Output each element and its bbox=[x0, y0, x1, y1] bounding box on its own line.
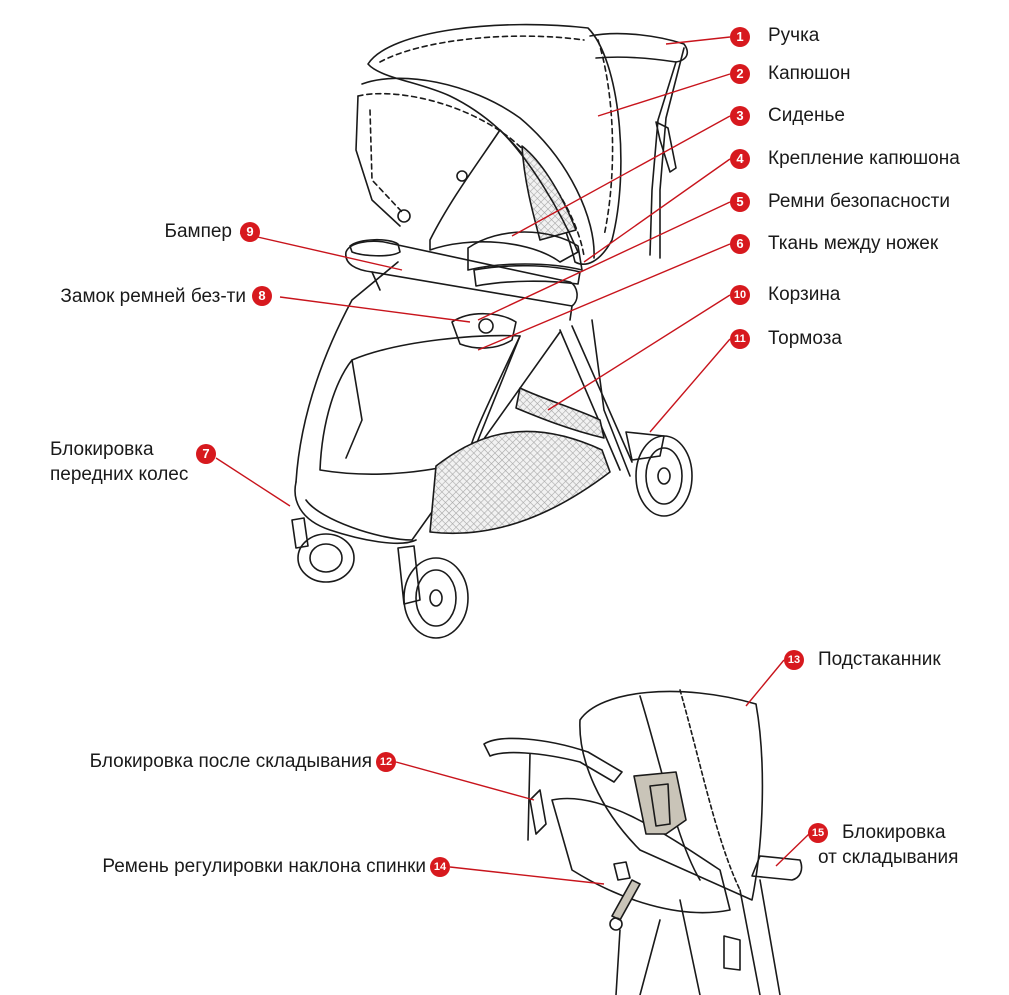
callout-label-fold-lock: Блокировка после складывания bbox=[20, 750, 372, 774]
callout-badge-8: 8 bbox=[252, 286, 272, 306]
callout-label-basket: Корзина bbox=[768, 283, 840, 307]
callout-label-belt-buckle: Замок ремней без-ти bbox=[6, 285, 246, 309]
callout-label-anti-fold-lock-line2: от складывания bbox=[818, 845, 958, 870]
callout-badge-14: 14 bbox=[430, 857, 450, 877]
callout-badge-7: 7 bbox=[196, 444, 216, 464]
callout-label-seat: Сиденье bbox=[768, 104, 845, 128]
callout-badge-11: 11 bbox=[730, 329, 750, 349]
callout-label-bumper: Бампер bbox=[140, 220, 232, 244]
stroller-rear-illustration bbox=[484, 690, 802, 995]
basket-shape bbox=[430, 431, 610, 533]
callout-label-front-wheel-lock: Блокировка передних колес bbox=[50, 437, 188, 487]
callout-label-anti-fold-lock: Блокировка от складывания bbox=[842, 820, 958, 870]
callout-badge-15: 15 bbox=[808, 823, 828, 843]
callout-badge-4: 4 bbox=[730, 149, 750, 169]
callout-label-front-wheel-lock-line2: передних колес bbox=[50, 462, 188, 487]
callout-badge-5: 5 bbox=[730, 192, 750, 212]
callout-label-handle: Ручка bbox=[768, 24, 819, 48]
callout-badge-9: 9 bbox=[240, 222, 260, 242]
callout-label-front-wheel-lock-line1: Блокировка bbox=[50, 437, 188, 462]
stroller-main-illustration bbox=[292, 25, 692, 638]
callout-label-brakes: Тормоза bbox=[768, 327, 842, 351]
callout-badge-3: 3 bbox=[730, 106, 750, 126]
callout-label-canopy-mount: Крепление капюшона bbox=[768, 147, 960, 171]
rear-handle bbox=[484, 738, 622, 782]
callout-badge-2: 2 bbox=[730, 64, 750, 84]
callout-label-cup-holder: Подстаканник bbox=[818, 648, 941, 672]
callout-label-crotch-fabric: Ткань между ножек bbox=[768, 232, 938, 256]
callout-label-anti-fold-lock-line1: Блокировка bbox=[842, 820, 958, 845]
callout-label-recline-strap: Ремень регулировки наклона спинки bbox=[10, 855, 426, 879]
bumper-bar bbox=[346, 241, 577, 306]
callout-badge-1: 1 bbox=[730, 27, 750, 47]
callout-badge-13: 13 bbox=[784, 650, 804, 670]
callout-label-canopy: Капюшон bbox=[768, 62, 850, 86]
callout-badge-10: 10 bbox=[730, 285, 750, 305]
canopy-shape bbox=[368, 25, 621, 265]
callout-label-safety-belts: Ремни безопасности bbox=[768, 190, 950, 214]
callout-badge-12: 12 bbox=[376, 752, 396, 772]
callout-badge-6: 6 bbox=[730, 234, 750, 254]
